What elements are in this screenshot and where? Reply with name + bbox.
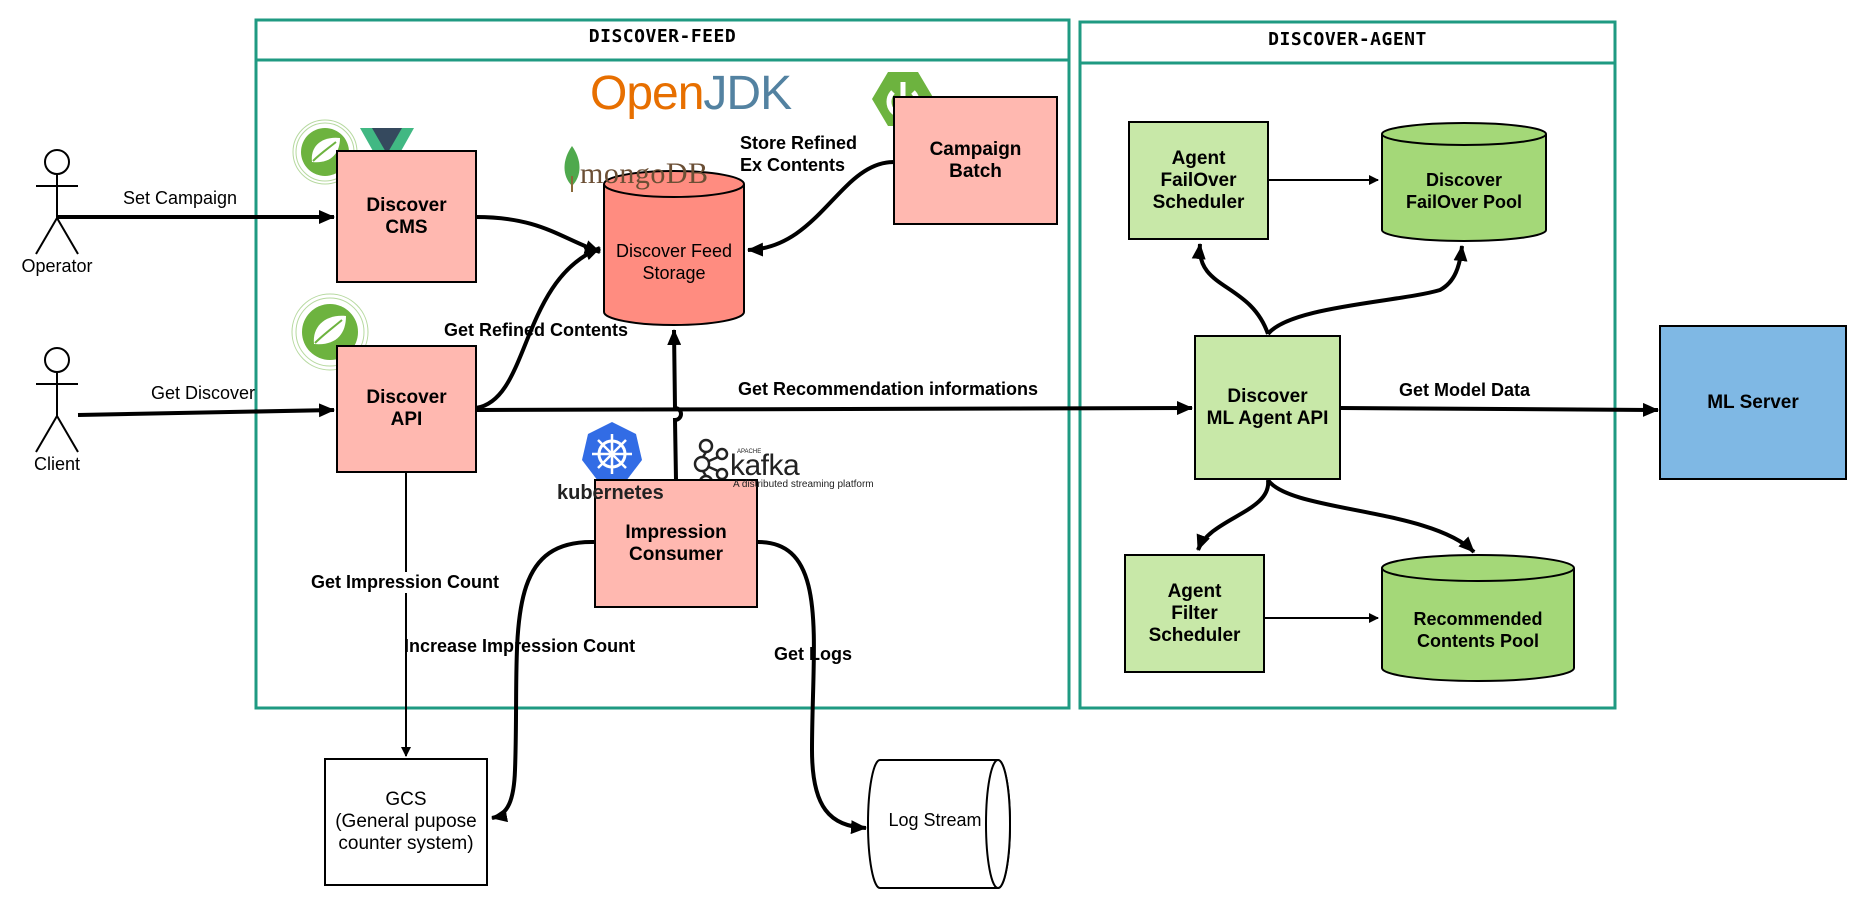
edge-agent-to-recommended-pool (1266, 478, 1476, 554)
store-refined-label: Store Refined Ex Contents (740, 133, 858, 175)
impression-consumer-node[interactable]: Impression Consumer (594, 479, 758, 608)
agent-failover-scheduler-node[interactable]: Agent FailOver Scheduler (1128, 121, 1269, 240)
edge-get-discover (77, 403, 335, 418)
edge-cms-to-storage (475, 215, 601, 254)
openjdk-jdk-text: JDK (703, 67, 792, 120)
discover-cms-node[interactable]: Discover CMS (336, 150, 477, 283)
edge-agent-to-filter-scheduler (1196, 479, 1271, 551)
recommended-pool-cylinder (1381, 554, 1575, 682)
client-actor-icon (35, 347, 79, 453)
get-impression-count-label: Get Impression Count (308, 572, 503, 593)
kubernetes-logo-text: kubernetes (557, 482, 664, 504)
log-stream-label[interactable]: Log Stream (888, 810, 982, 830)
feed-storage-label[interactable]: Discover Feed Storage (615, 241, 733, 283)
edge-agent-to-failover-scheduler (1191, 243, 1270, 335)
discover-agent-title: DISCOVER-AGENT (1268, 29, 1427, 50)
mongodb-leaf-icon (564, 146, 580, 192)
get-logs-label: Get Logs (774, 644, 853, 664)
client-label: Client (33, 454, 81, 474)
campaign-batch-node[interactable]: Campaign Batch (893, 96, 1058, 225)
failover-pool-cylinder (1381, 122, 1547, 242)
get-model-data-label: Get Model Data (1399, 380, 1531, 400)
kafka-apache-text: APACHE (737, 449, 762, 455)
increase-impression-count-label: Increase Impression Count (404, 636, 636, 656)
discover-agent-panel (1078, 20, 1617, 710)
openjdk-logo: OpenJDK (590, 66, 792, 121)
edge-get-model-data (1339, 402, 1659, 417)
edge-campaign-to-storage (747, 160, 895, 257)
kubernetes-logo-icon (582, 422, 642, 481)
edge-get-recommendation (475, 401, 1193, 416)
ml-agent-api-node[interactable]: Discover ML Agent API (1194, 335, 1341, 480)
agent-filter-scheduler-node[interactable]: Agent Filter Scheduler (1124, 554, 1265, 673)
ml-server-node[interactable]: ML Server (1659, 325, 1847, 480)
edge-api-to-storage (475, 246, 601, 410)
edge-consumer-to-logstream (755, 539, 867, 835)
set-campaign-label: Set Campaign (123, 188, 238, 208)
log-stream-cylinder (867, 759, 1011, 889)
operator-label: Operator (21, 256, 93, 276)
recommended-pool-label[interactable]: Recommended Contents Pool (1413, 609, 1543, 651)
feed-storage-cylinder (603, 170, 745, 326)
kafka-logo-text: kafka (730, 449, 800, 482)
edge-consumer-to-gcs (491, 539, 595, 823)
kafka-tagline-text: A distributed streaming platform (733, 479, 874, 490)
openjdk-open-text: Open (590, 67, 704, 120)
discover-feed-title: DISCOVER-FEED (588, 26, 737, 47)
discover-api-node[interactable]: Discover API (336, 345, 477, 473)
get-recommendation-label: Get Recommendation informations (738, 379, 1039, 399)
edge-agent-to-failover-pool (1266, 245, 1468, 336)
get-refined-contents-label: Get Refined Contents (444, 320, 629, 340)
edge-consumer-to-storage (667, 329, 683, 481)
discover-feed-panel (254, 18, 1071, 710)
mongodb-logo-text: mongoDB (580, 157, 709, 190)
get-discover-label: Get Discover (151, 383, 256, 403)
operator-actor-icon (35, 149, 79, 255)
failover-pool-label[interactable]: Discover FailOver Pool (1405, 170, 1523, 212)
gcs-node[interactable]: GCS (General pupose counter system) (324, 758, 488, 886)
